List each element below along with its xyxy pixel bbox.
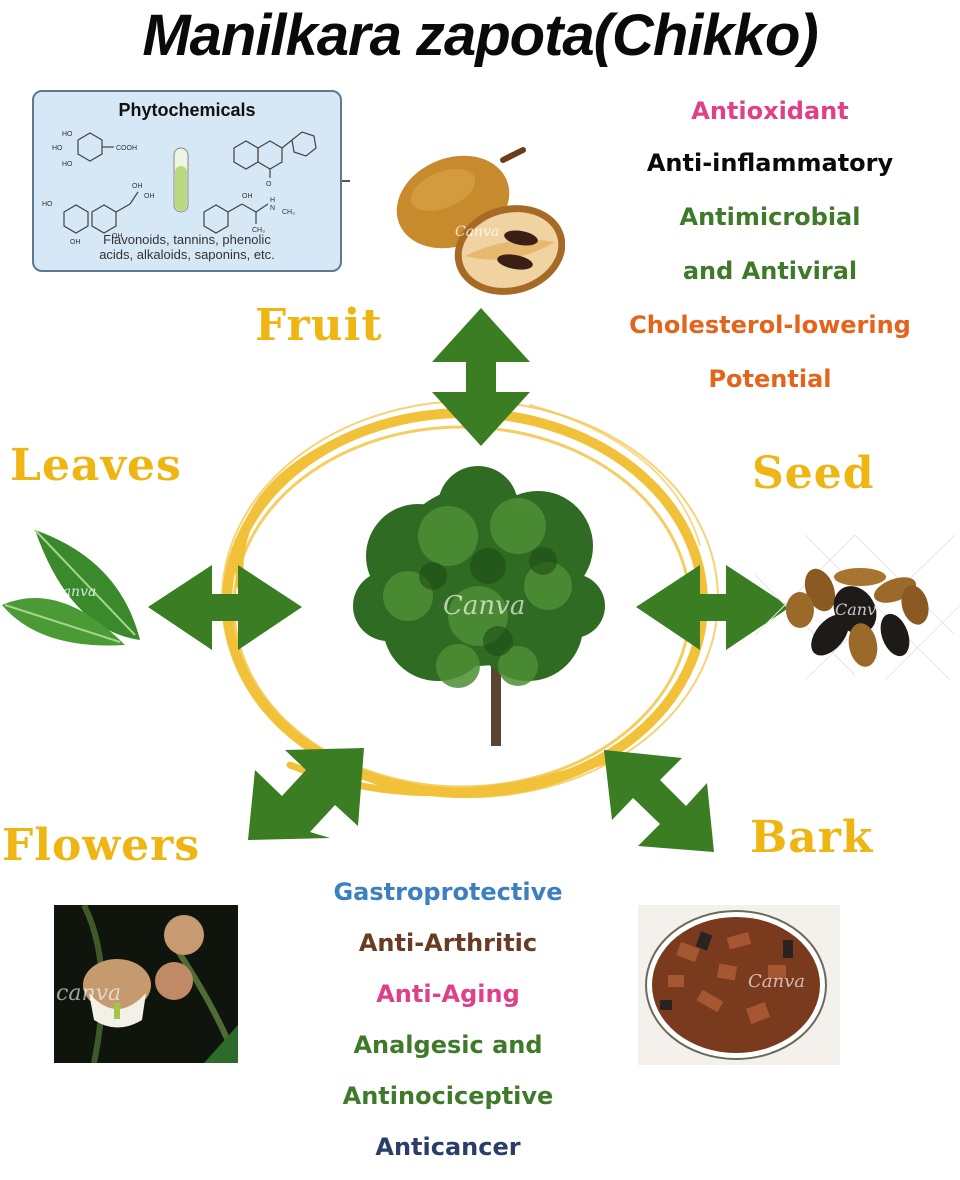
watermark: canva xyxy=(56,981,121,1006)
phytochemicals-caption: Flavonoids, tannins, phenolic acids, alk… xyxy=(34,232,340,262)
property-item: Potential xyxy=(708,365,832,393)
property-item: Antimicrobial xyxy=(679,203,861,231)
phytochemicals-title: Phytochemicals xyxy=(118,100,256,120)
svg-text:HO: HO xyxy=(42,201,53,208)
svg-text:OH: OH xyxy=(144,193,155,200)
property-item: Anticancer xyxy=(375,1133,521,1161)
svg-text:O: O xyxy=(266,181,272,188)
connector-tick xyxy=(342,180,350,182)
label-leaves: Leaves xyxy=(10,440,182,491)
label-fruit: Fruit xyxy=(255,300,383,351)
watermark: Canva xyxy=(748,971,805,992)
watermark: Canva xyxy=(835,600,886,619)
svg-text:COOH: COOH xyxy=(116,145,137,152)
svg-text:OH: OH xyxy=(70,239,81,246)
svg-text:HO: HO xyxy=(62,161,73,168)
svg-text:OH: OH xyxy=(132,183,143,190)
property-item: Anti-Aging xyxy=(376,980,520,1008)
svg-text:OH: OH xyxy=(112,233,123,240)
seeds-image: Canva xyxy=(755,535,960,680)
property-item: Anti-inflammatory xyxy=(646,149,894,177)
leaves-image: Canva xyxy=(2,529,140,646)
flower-photo: canva xyxy=(54,905,238,1063)
label-seed: Seed xyxy=(752,448,875,499)
property-item: and Antiviral xyxy=(682,257,858,285)
property-item: Antioxidant xyxy=(691,97,849,125)
property-item: Anti-Arthritic xyxy=(358,929,538,957)
property-item: Analgesic and xyxy=(353,1031,543,1059)
svg-text:H: H xyxy=(270,197,275,204)
diagram-title: Manilkara zapota(Chikko) xyxy=(142,3,818,68)
svg-text:CH₃: CH₃ xyxy=(282,209,295,216)
property-item: Antinociceptive xyxy=(342,1082,554,1110)
properties-bottom-list: Gastroprotective Anti-Arthritic Anti-Agi… xyxy=(298,872,598,1178)
tree-image: Canva xyxy=(353,466,605,746)
caption-line-2: acids, alkaloids, saponins, etc. xyxy=(99,247,275,262)
phytochemicals-box: Phytochemicals HO HO HO xyxy=(32,90,342,272)
property-item: Gastroprotective xyxy=(333,878,563,906)
svg-text:N: N xyxy=(270,205,275,212)
label-bark: Bark xyxy=(750,812,874,863)
sapota-fruit-image: Canva xyxy=(396,147,565,295)
svg-text:CH₃: CH₃ xyxy=(252,227,265,234)
chemical-structures-icon: HO HO HO COOH O OH H N CH₃ CH₃ HO OH OH … xyxy=(42,131,317,246)
watermark: Canva xyxy=(443,591,525,621)
watermark: Canva xyxy=(52,584,96,600)
caption-line-1: Flavonoids, tannins, phenolic xyxy=(103,232,271,247)
svg-text:HO: HO xyxy=(52,145,63,152)
property-item: Cholesterol-lowering xyxy=(629,311,911,339)
properties-top-list: Antioxidant Anti-inflammatory Antimicrob… xyxy=(590,92,950,414)
bark-bowl-photo: Canva xyxy=(638,905,840,1065)
svg-text:OH: OH xyxy=(242,193,253,200)
label-flowers: Flowers xyxy=(2,820,201,871)
watermark: Canva xyxy=(455,224,499,240)
svg-text:HO: HO xyxy=(62,131,73,138)
